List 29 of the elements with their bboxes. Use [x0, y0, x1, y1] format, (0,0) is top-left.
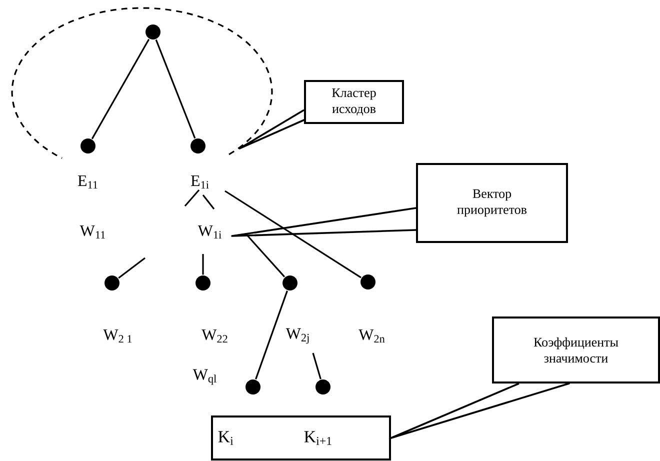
dot: [282, 276, 298, 290]
branch-line: [255, 290, 288, 380]
dot: [316, 380, 330, 394]
branch-line: [224, 190, 362, 278]
dot: [360, 274, 376, 290]
callout-box: Вектор приоритетов: [416, 163, 568, 243]
dot: [190, 138, 206, 154]
branch-line: [312, 352, 322, 380]
dot: [146, 24, 160, 40]
node-label: W$_{2n}$: [358, 329, 385, 343]
node-label: W$_{11}$: [80, 225, 106, 239]
branch-line: [91, 38, 150, 140]
node-label: W$_{2j}$: [286, 328, 309, 344]
node-label: W$_{ql}$: [192, 369, 216, 385]
node-label: W$_{2 1}$: [103, 329, 132, 343]
callout-box: Коэффициенты значимости: [492, 316, 660, 384]
branch-line: [202, 254, 204, 275]
node-label: E$_{11}$: [78, 175, 98, 189]
dot: [196, 276, 210, 290]
callout-box: Кластер исходов: [304, 80, 404, 124]
node-label: W$_{1i}$: [198, 225, 222, 239]
dot: [80, 138, 96, 154]
branch-line: [118, 257, 146, 279]
dot: [246, 380, 260, 394]
node-label: W$_{22}$: [202, 329, 228, 343]
coefficient-box: K$_{i}$ K$_{i+1}$: [211, 416, 391, 460]
node-label: E$_{1i}$: [190, 175, 209, 189]
branch-line: [155, 39, 196, 139]
dot: [104, 276, 120, 290]
